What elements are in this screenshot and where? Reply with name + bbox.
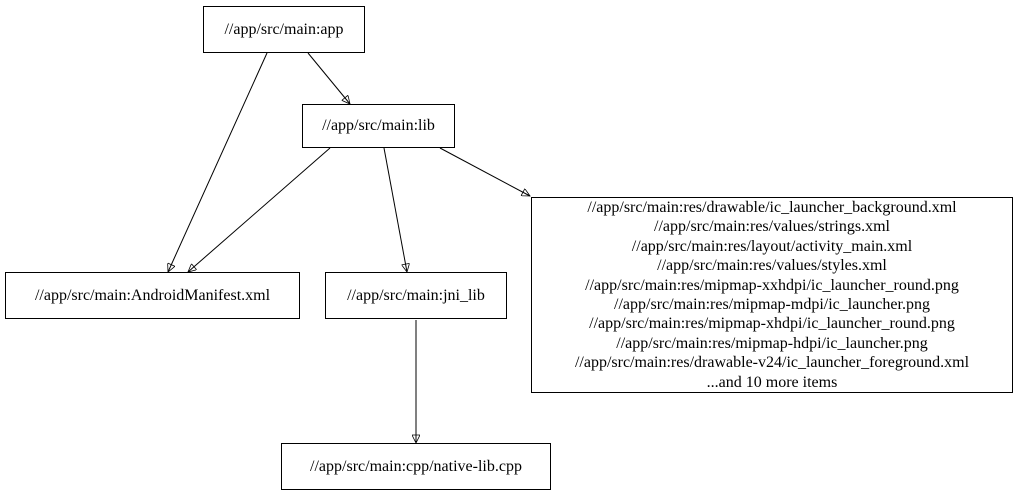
resource-item: //app/src/main:res/mipmap-xhdpi/ic_launc…	[589, 315, 955, 333]
resource-item: //app/src/main:res/layout/activity_main.…	[631, 237, 913, 255]
resource-item: //app/src/main:res/drawable-v24/ic_launc…	[574, 354, 970, 372]
resource-item: //app/src/main:res/values/styles.xml	[657, 257, 887, 275]
node-app-label: //app/src/main:app	[224, 20, 344, 38]
resource-item: //app/src/main:res/mipmap-mdpi/ic_launch…	[614, 296, 930, 313]
node-lib: //app/src/main:lib	[302, 104, 455, 148]
node-lib-label: //app/src/main:lib	[322, 117, 435, 134]
edge-lib-to-jni-lib	[383, 147, 407, 272]
edge-lib-to-manifest	[188, 147, 331, 272]
node-jni-lib: //app/src/main:jni_lib	[325, 272, 507, 319]
resource-item: //app/src/main:res/values/strings.xml	[654, 218, 890, 236]
node-native-lib-cpp: //app/src/main:cpp/native-lib.cpp	[281, 443, 551, 490]
node-native-lib-cpp-label: //app/src/main:cpp/native-lib.cpp	[310, 457, 522, 475]
node-android-manifest-label: //app/src/main:AndroidManifest.xml	[34, 286, 271, 304]
edge-app-to-lib	[307, 52, 350, 104]
resource-more-items: ...and 10 more items	[706, 373, 838, 391]
node-app: //app/src/main:app	[203, 6, 365, 53]
resource-item: //app/src/main:res/mipmap-xxhdpi/ic_laun…	[585, 276, 959, 294]
resource-item: //app/src/main:res/drawable/ic_launcher_…	[587, 198, 957, 216]
node-jni-lib-label: //app/src/main:jni_lib	[347, 286, 485, 304]
edge-app-to-manifest	[168, 52, 268, 272]
node-android-manifest: //app/src/main:AndroidManifest.xml	[5, 272, 300, 319]
resource-item: //app/src/main:res/mipmap-hdpi/ic_launch…	[616, 334, 928, 352]
node-resources-group: //app/src/main:res/drawable/ic_launcher_…	[531, 197, 1013, 393]
edge-lib-to-resources	[439, 147, 530, 197]
